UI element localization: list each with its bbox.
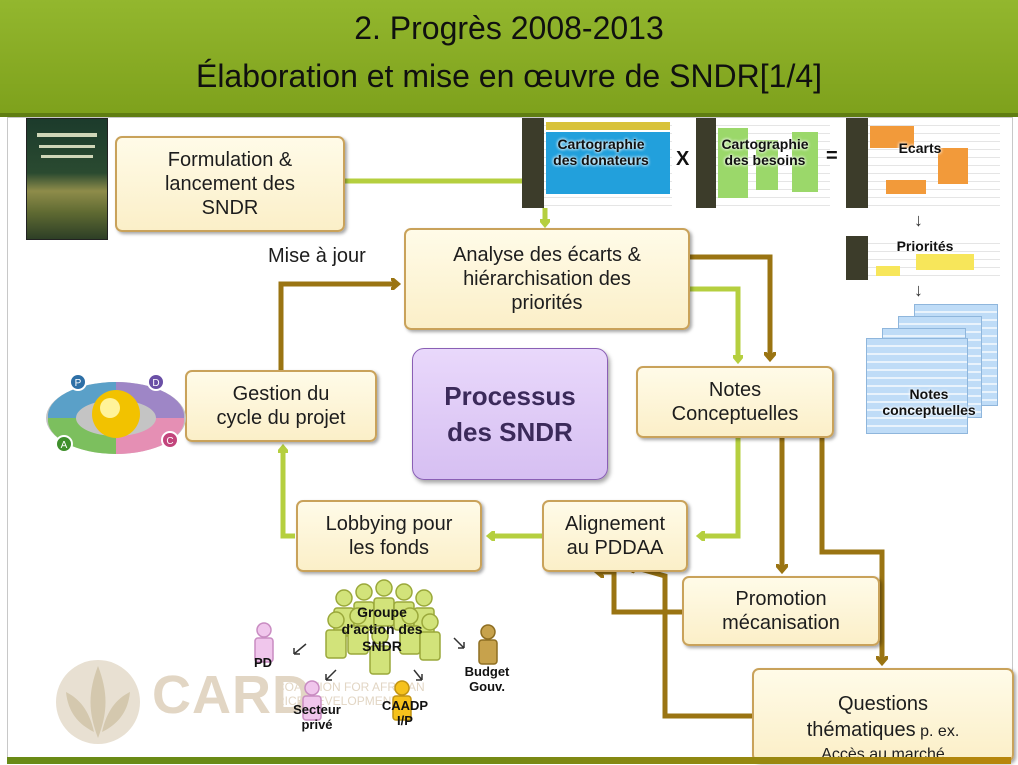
card-logo: CARD <box>152 665 312 725</box>
budget-label: Budget Gouv. <box>464 664 510 694</box>
slide-subtitle: Élaboration et mise en œuvre de SNDR[1/4… <box>195 58 823 94</box>
lobbying-label: Lobbying pour les fonds <box>325 513 453 559</box>
arrow-analyse-priorities-to-notes <box>654 254 770 358</box>
cycle-letter-d: D <box>152 378 159 389</box>
mise-a-jour-label: Mise à jour <box>268 245 366 267</box>
needs-mapping-thumbnail <box>696 118 830 208</box>
stakeholder-figures <box>254 579 498 721</box>
private-sector-person-icon <box>302 680 322 721</box>
priorities-thumbnail <box>846 236 1000 280</box>
questions-box: Questions thématiques p. ex. Accès au ma… <box>752 668 1014 763</box>
promotion-label: Promotion mécanisation <box>722 588 840 634</box>
gaps-caption: Ecarts <box>898 140 942 156</box>
concept-notes-stack-thumbnail <box>866 304 998 434</box>
caadp-person-icon <box>392 680 412 721</box>
pdca-cycle-icon: P D C A <box>46 373 186 455</box>
strategy-document-cover-image <box>26 118 108 240</box>
concept-notes-caption: Notes conceptuelles <box>882 386 976 418</box>
gestion-label: Gestion du cycle du projet <box>216 383 346 429</box>
slide-title: 2. Progrès 2008-2013 <box>354 10 664 46</box>
lobbying-box: Lobbying pour les fonds <box>296 500 482 572</box>
equals-sign: = <box>826 145 838 167</box>
formulation-label: Formulation & lancement des SNDR <box>164 149 296 219</box>
arrow-gestion-to-analyse <box>278 284 397 370</box>
promotion-box: Promotion mécanisation <box>682 576 880 646</box>
action-group-label: Groupe d'action des SNDR <box>341 604 423 654</box>
cycle-letter-a: A <box>61 440 68 451</box>
processus-label: Processus des SNDR <box>444 381 576 447</box>
alignement-box: Alignement au PDDAA <box>542 500 688 572</box>
card-logo-emblem <box>56 660 140 744</box>
cycle-letter-p: P <box>75 378 82 389</box>
down-arrow-icon: ↓ <box>914 210 923 230</box>
donor-mapping-thumbnail <box>522 118 672 208</box>
notes-conceptuelles-box: Notes Conceptuelles <box>636 366 834 438</box>
priorities-caption: Priorités <box>896 238 954 254</box>
needs-mapping-caption: Cartographie des besoins <box>721 136 809 168</box>
multiply-sign: X <box>676 148 690 170</box>
cycle-letter-c: C <box>166 436 173 447</box>
donor-mapping-caption: Cartographie des donateurs <box>553 136 649 168</box>
down-arrow-icon-2: ↓ <box>914 280 923 300</box>
questions-label: Questions thématiques <box>806 693 929 741</box>
alignement-label: Alignement au PDDAA <box>564 513 666 559</box>
budget-person-icon <box>478 624 498 665</box>
footer-bar <box>7 757 1011 764</box>
formulation-box: Formulation & lancement des SNDR <box>115 136 345 232</box>
arrow-formulation-to-analyse <box>345 178 545 224</box>
arrow-lobbying-to-gestion <box>283 448 295 539</box>
analyse-box: Analyse des écarts & hiérarchisation des… <box>404 228 690 330</box>
pd-label: PD <box>253 655 273 670</box>
questions-example-label: p. ex. <box>915 723 960 740</box>
arrow-promotion-to-alignement <box>598 572 682 615</box>
processus-center-box: Processus des SNDR <box>412 348 608 480</box>
private-sector-label: Secteur privé <box>293 702 341 732</box>
gaps-thumbnail <box>846 118 1000 208</box>
small-arrow-icons <box>293 637 465 681</box>
arrow-notes-to-alignement <box>700 437 741 536</box>
action-group-people <box>325 579 441 675</box>
pd-person-icon <box>254 622 274 663</box>
caadp-label: CAADP I/P <box>381 698 429 728</box>
arrow-analyse-to-notes <box>690 286 738 360</box>
analyse-label: Analyse des écarts & hiérarchisation des… <box>453 244 641 314</box>
notes-label: Notes Conceptuelles <box>671 379 799 425</box>
arrow-notes-to-questions <box>819 437 882 662</box>
title-bar: 2. Progrès 2008-2013 Élaboration et mise… <box>0 0 1018 117</box>
gestion-cycle-box: Gestion du cycle du projet <box>185 370 377 442</box>
